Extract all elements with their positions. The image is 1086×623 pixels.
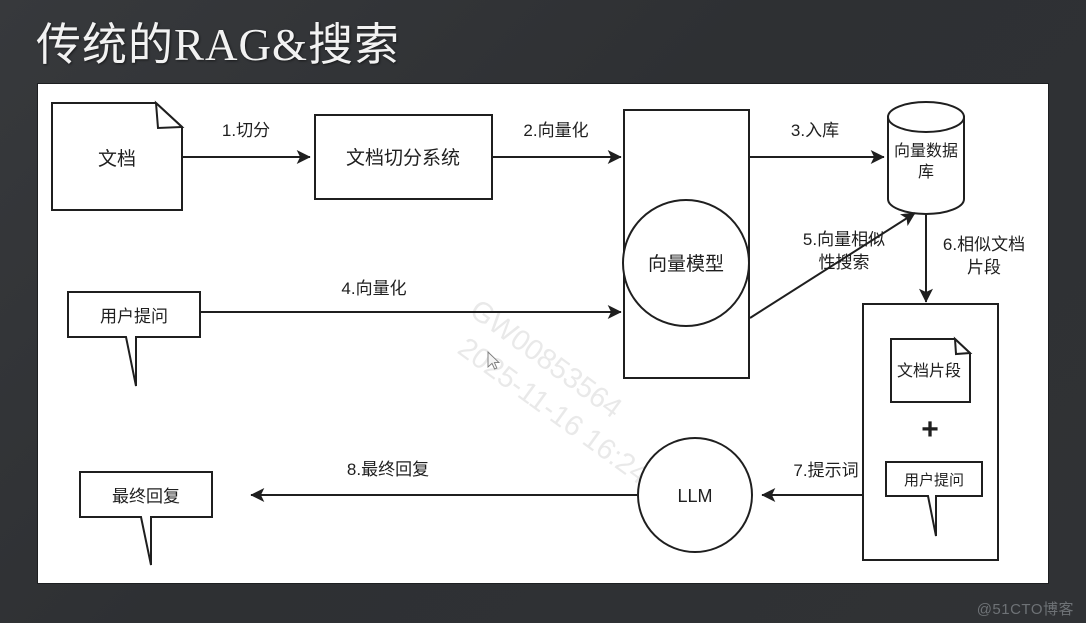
node-doc-fragment-label: 文档片段 xyxy=(897,362,961,380)
node-splitter[interactable]: 文档切分系统 xyxy=(314,114,493,200)
node-embed-model[interactable]: 向量模型 xyxy=(622,199,750,327)
edge-3-label: 3.入库 xyxy=(791,121,839,140)
edge-8-label: 8.最终回复 xyxy=(347,460,429,479)
edge-2-label: 2.向量化 xyxy=(523,121,588,140)
node-llm-label: LLM xyxy=(677,486,712,506)
node-vector-db[interactable]: 向量数据 库 xyxy=(887,101,965,215)
vector-db-top-ellipse xyxy=(887,101,965,133)
node-user-question-label: 用户提问 xyxy=(100,307,168,326)
node-final-answer-label: 最终回复 xyxy=(112,487,180,506)
user-question-2-bubble xyxy=(885,461,983,537)
edge-5-line xyxy=(749,212,916,319)
vector-db-body xyxy=(887,116,965,215)
plus-sign-label: + xyxy=(921,413,939,446)
node-doc-fragment[interactable]: 文档片段 xyxy=(890,336,973,403)
edge-5-label-line1: 5.向量相似 xyxy=(803,230,885,249)
doc-fold-corner-icon xyxy=(154,100,185,130)
node-user-question[interactable]: 用户提问 xyxy=(67,291,201,387)
doc-fragment-body xyxy=(890,338,971,403)
node-vector-db-label-line1: 向量数据 xyxy=(894,142,958,160)
node-user-question-2[interactable]: 用户提问 xyxy=(885,461,983,537)
edge-7-label: 7.提示词 xyxy=(793,461,858,480)
edge-8-final-answer: 8.最终回复 xyxy=(250,460,637,502)
embed-model-circle xyxy=(622,199,750,327)
doc-body xyxy=(51,102,183,211)
edge-5-label-line2: 性搜索 xyxy=(819,253,870,272)
node-llm[interactable]: LLM xyxy=(637,437,753,553)
edge-7-prompt: 7.提示词 xyxy=(761,461,862,502)
edge-4-vectorize: 4.向量化 xyxy=(201,279,622,319)
llm-circle xyxy=(637,437,753,553)
node-embed-model-label: 向量模型 xyxy=(648,253,724,275)
final-answer-bubble xyxy=(79,471,213,566)
node-doc[interactable]: 文档 xyxy=(51,100,185,211)
edge-6-similar-fragments: 6.相似文档 片段 xyxy=(919,215,1025,303)
user-question-bubble xyxy=(67,291,201,387)
edge-1-split: 1.切分 xyxy=(183,121,311,164)
page-title: 传统的RAG&搜索 xyxy=(36,20,401,70)
edge-6-label-line2: 片段 xyxy=(967,258,1001,277)
node-final-answer[interactable]: 最终回复 xyxy=(79,471,213,566)
corner-watermark: @51CTO博客 xyxy=(976,601,1074,618)
edge-6-label-line1: 6.相似文档 xyxy=(943,235,1025,254)
edge-2-vectorize: 2.向量化 xyxy=(493,121,622,164)
node-doc-label: 文档 xyxy=(98,148,136,170)
edge-5-similarity-search: 5.向量相似 性搜索 xyxy=(749,212,916,319)
edge-4-label: 4.向量化 xyxy=(341,279,406,298)
doc-fragment-fold-corner-icon xyxy=(953,336,973,356)
plus-sign-icon: + xyxy=(921,413,939,446)
splitter-body xyxy=(314,114,493,200)
edge-3-store: 3.入库 xyxy=(750,121,885,164)
node-splitter-label: 文档切分系统 xyxy=(346,147,460,169)
edge-1-label: 1.切分 xyxy=(222,121,270,140)
diagram-canvas: GW00853564 2025-11-16 16:24 文档 1.切分 文档切分… xyxy=(38,84,1048,583)
node-vector-db-label-line2: 库 xyxy=(918,163,934,181)
node-user-question-2-label: 用户提问 xyxy=(904,472,964,489)
